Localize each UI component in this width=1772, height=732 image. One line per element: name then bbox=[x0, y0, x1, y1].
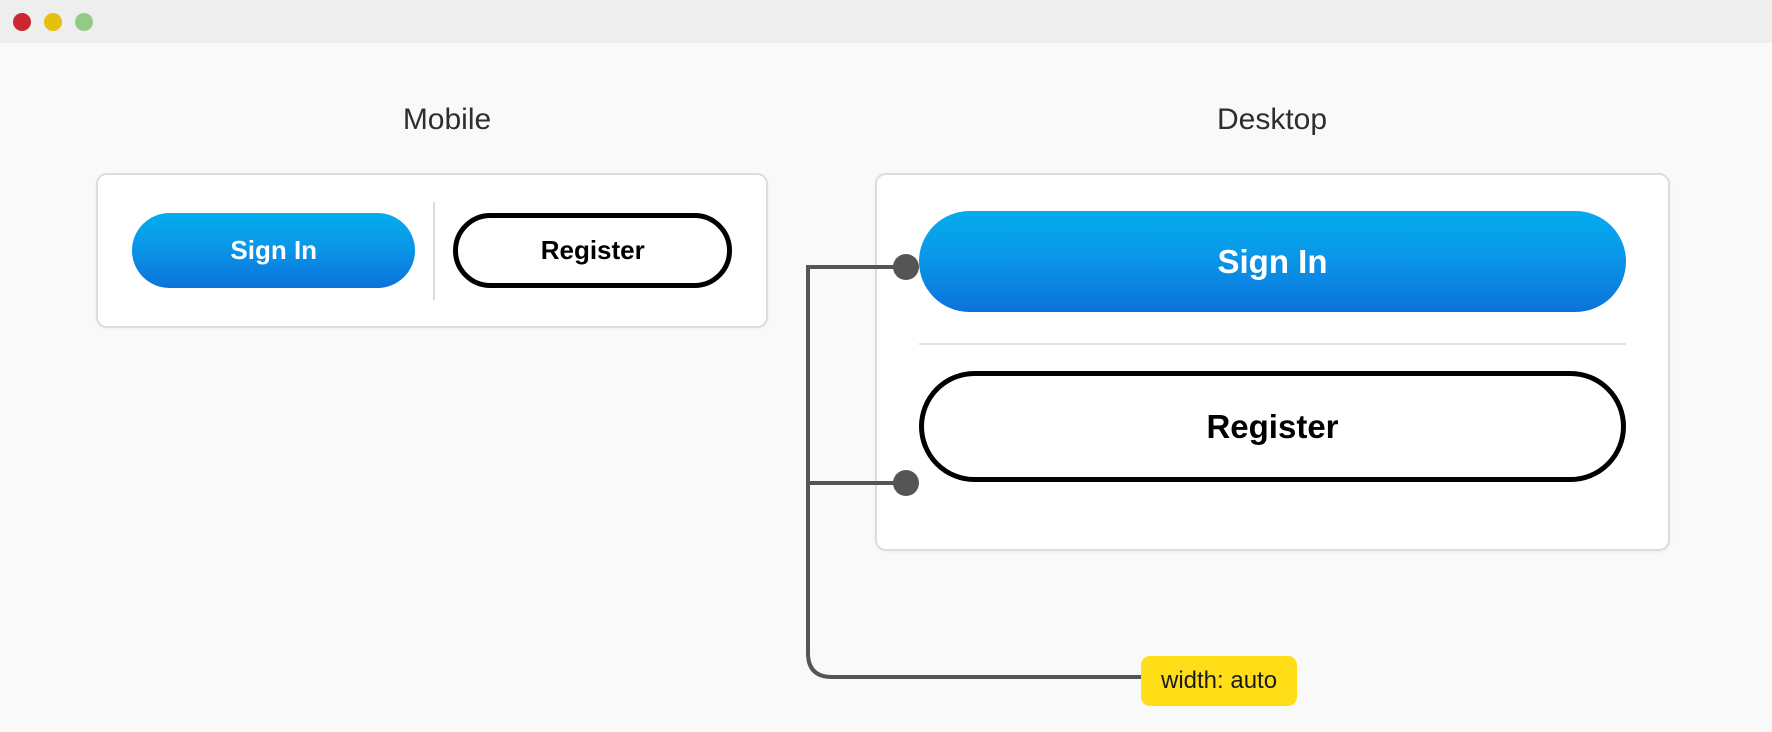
minimize-button-icon[interactable] bbox=[44, 13, 62, 31]
maximize-button-icon[interactable] bbox=[75, 13, 93, 31]
section-label-desktop: Desktop bbox=[1216, 103, 1328, 136]
close-button-icon[interactable] bbox=[13, 13, 31, 31]
desktop-button-divider bbox=[919, 343, 1626, 345]
annotation-badge-width-auto[interactable]: width: auto bbox=[1141, 656, 1298, 706]
desktop-preview-card: Sign In Register bbox=[875, 173, 1670, 551]
traffic-lights bbox=[13, 13, 93, 31]
mobile-preview-card: Sign In Register bbox=[96, 173, 768, 328]
section-label-mobile: Mobile bbox=[402, 103, 492, 136]
mobile-sign-in-button[interactable]: Sign In bbox=[132, 213, 416, 288]
desktop-sign-in-button[interactable]: Sign In bbox=[919, 211, 1626, 312]
window-titlebar bbox=[0, 0, 1772, 43]
mobile-register-button[interactable]: Register bbox=[453, 213, 732, 288]
design-canvas: Mobile Desktop Sign In Register Sign In … bbox=[0, 43, 1772, 732]
mobile-button-divider bbox=[433, 201, 436, 300]
desktop-register-button[interactable]: Register bbox=[919, 371, 1626, 482]
